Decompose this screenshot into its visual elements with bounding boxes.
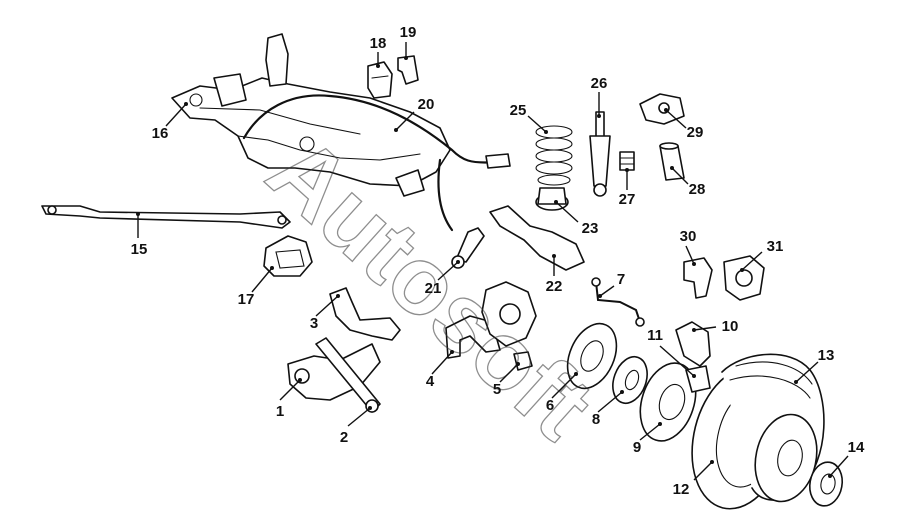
callout-14-label: 14	[848, 439, 865, 456]
callout-15: 15	[131, 212, 148, 258]
callout-11-label: 11	[647, 327, 663, 344]
callout-21-label: 21	[425, 280, 442, 297]
callout-8-label: 8	[592, 411, 600, 428]
callout-25-label: 25	[510, 102, 527, 119]
callout-29-label: 29	[687, 124, 704, 141]
callout-27: 27	[619, 168, 636, 208]
callout-19-label: 19	[400, 24, 417, 41]
callout-17: 17	[238, 266, 274, 308]
callout-20: 20	[394, 96, 434, 132]
part-7-brake-line	[591, 277, 645, 327]
callout-28: 28	[670, 166, 705, 198]
callout-5-label: 5	[493, 381, 501, 398]
callout-22-label: 22	[546, 278, 563, 295]
callout-1-label: 1	[276, 403, 284, 420]
callout-15-label: 15	[131, 241, 148, 258]
callout-30: 30	[680, 228, 697, 266]
callout-11: 11	[647, 327, 696, 378]
part-20-anti-roll-bar	[242, 94, 511, 232]
part-19-clamp	[397, 55, 419, 85]
callout-8: 8	[592, 390, 624, 428]
callout-26: 26	[591, 75, 608, 118]
callout-12-label: 12	[673, 481, 690, 498]
callout-21: 21	[425, 260, 460, 297]
part-30-caliper-carrier	[683, 257, 713, 299]
callout-16: 16	[152, 102, 188, 142]
callout-19: 19	[400, 24, 417, 60]
callout-31-label: 31	[767, 238, 784, 255]
part-3-upper-arm	[329, 287, 401, 341]
part-18-bushing	[367, 61, 393, 99]
part-11-brake-pad	[685, 365, 711, 393]
part-6-backing-plate	[566, 322, 618, 390]
part-27-bump-stop	[619, 151, 635, 171]
callout-20-label: 20	[418, 96, 435, 113]
callout-22: 22	[546, 254, 563, 295]
callout-7: 7	[598, 271, 625, 298]
callout-30-label: 30	[680, 228, 697, 245]
callout-31: 31	[740, 238, 783, 272]
callout-6-label: 6	[546, 397, 554, 414]
part-22-trailing-arm	[489, 205, 585, 271]
part-15-track-rod	[41, 205, 291, 229]
callout-26-label: 26	[591, 75, 608, 92]
callout-27-label: 27	[619, 191, 636, 208]
part-25-coil-spring	[535, 125, 573, 186]
callout-9: 9	[633, 422, 662, 456]
callout-5: 5	[493, 362, 520, 398]
part-10-caliper-bracket	[675, 321, 711, 367]
callout-29: 29	[664, 108, 703, 141]
callout-4: 4	[426, 350, 454, 390]
callout-10: 10	[692, 318, 738, 335]
callout-9-label: 9	[633, 439, 641, 456]
callout-25: 25	[510, 102, 548, 134]
callout-18: 18	[370, 35, 387, 68]
part-wheel-cover	[754, 413, 818, 503]
callout-12: 12	[673, 460, 714, 498]
callout-13-label: 13	[818, 347, 835, 364]
callout-17-label: 17	[238, 291, 255, 308]
callout-23: 23	[554, 200, 598, 237]
part-17-mount	[263, 235, 313, 277]
callout-1: 1	[276, 378, 302, 420]
callout-3-label: 3	[310, 315, 318, 332]
part-28-dust-boot	[659, 142, 685, 181]
part-16-subframe	[171, 33, 451, 197]
callout-6: 6	[546, 372, 578, 414]
callout-18-label: 18	[370, 35, 387, 52]
callout-14: 14	[828, 439, 865, 478]
callout-23-label: 23	[582, 220, 599, 237]
part-26-shock-absorber	[589, 111, 611, 197]
callout-28-label: 28	[689, 181, 706, 198]
callout-2: 2	[340, 406, 372, 446]
part-23-spring-seat	[535, 187, 569, 211]
callout-4-label: 4	[426, 373, 435, 390]
callout-16-label: 16	[152, 125, 169, 142]
callout-2-label: 2	[340, 429, 348, 446]
callout-10-label: 10	[722, 318, 739, 335]
callout-7-label: 7	[617, 271, 625, 288]
part-31-caliper	[723, 255, 765, 301]
callout-13: 13	[794, 347, 834, 384]
part-knuckle	[481, 281, 537, 347]
callout-3: 3	[310, 294, 340, 332]
